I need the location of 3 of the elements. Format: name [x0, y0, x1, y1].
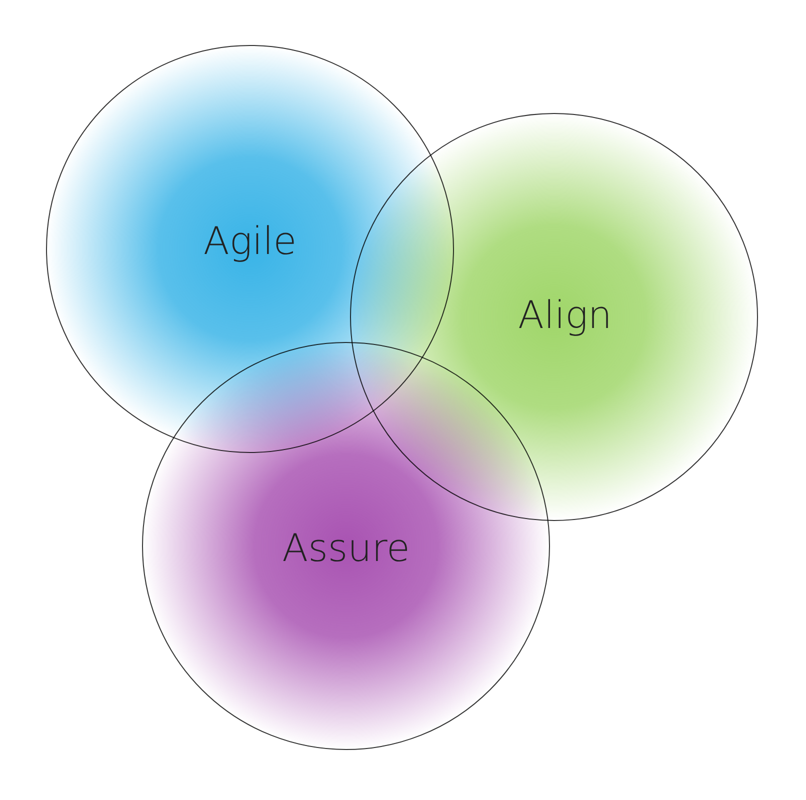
circle-label: Align — [518, 295, 612, 337]
circle-label: Assure — [282, 528, 410, 570]
circle-label: Agile — [203, 221, 297, 263]
